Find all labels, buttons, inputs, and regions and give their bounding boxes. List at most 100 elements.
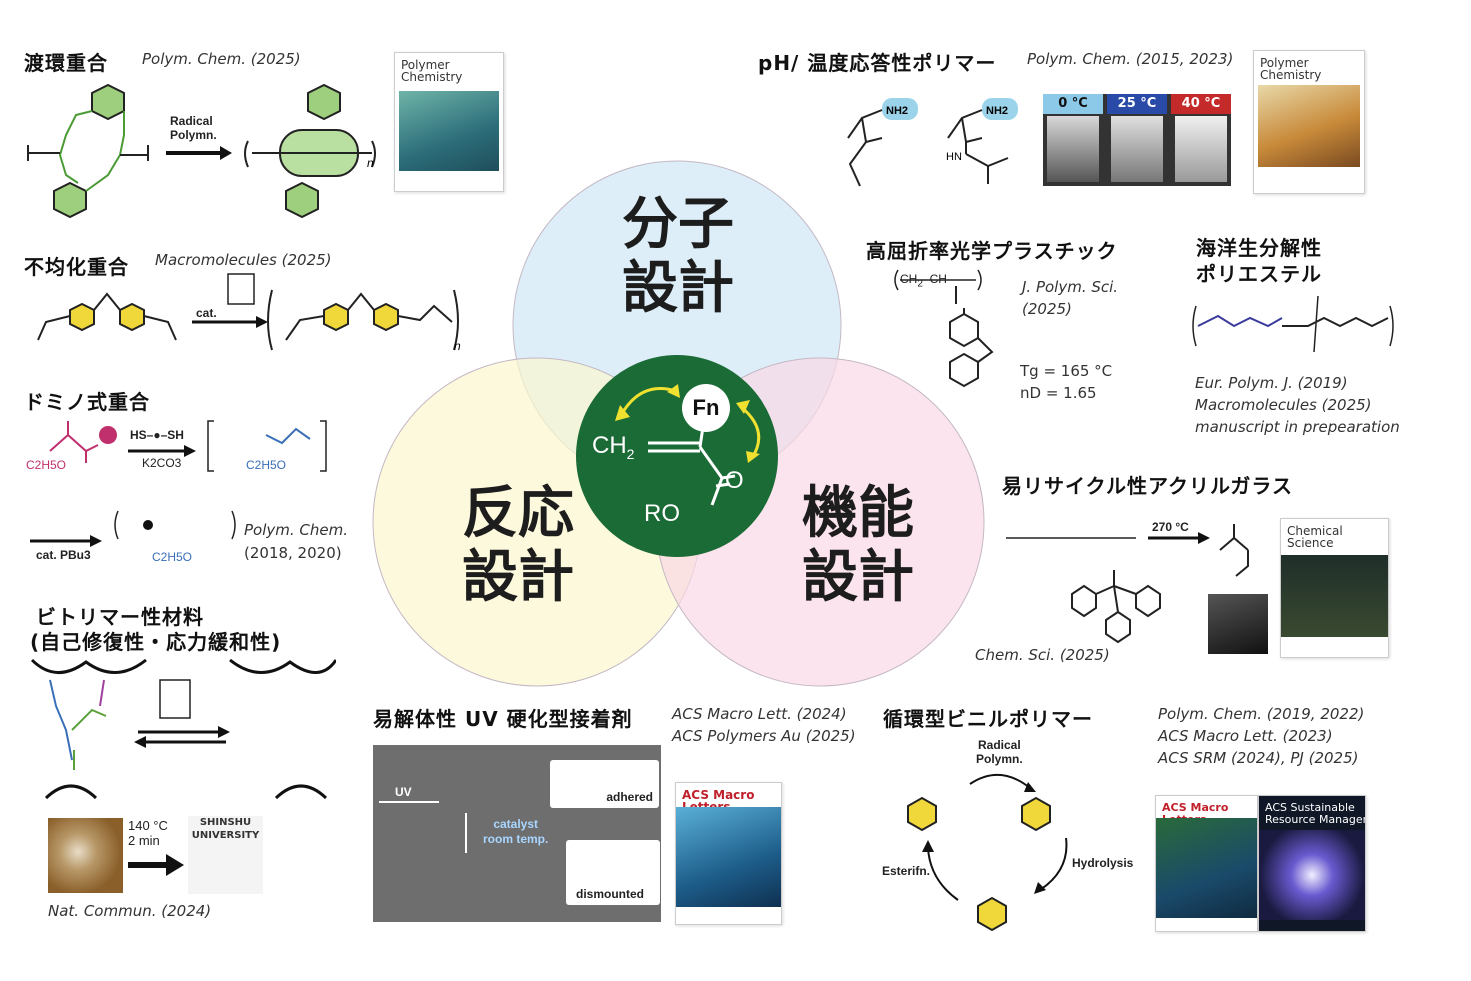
uv-title: 易解体性 UV 硬化型接着剤 (373, 707, 633, 731)
cyclic-ref-3: ACS SRM (2024), PJ (2025) (1158, 749, 1359, 767)
cyclic-esterif-label: Esterifn. (882, 864, 931, 878)
venn-label-reaction-design: 反応 設計 (462, 481, 574, 610)
uv-down-arrow (465, 813, 467, 853)
recycle-cover-image (1281, 555, 1388, 637)
marine-title: 海洋生分解性 ポリエステル (1196, 236, 1322, 286)
uv-cover-image (676, 807, 781, 907)
hri-backbone: CH2–CH (900, 272, 947, 290)
recycle-photo (1208, 594, 1268, 654)
uv-ref-1: ACS Macro Lett. (2024) (672, 705, 847, 723)
marine-ref-2: Macromolecules (2025) (1195, 396, 1372, 414)
ph-vials-photo: 0 °C 25 °C 40 °C (1043, 94, 1231, 186)
cyclo-arrow-label: Radical Polymn. (170, 114, 217, 142)
recycle-cover-title: Chemical Science (1287, 524, 1343, 550)
cyclo-cover-image (399, 91, 499, 171)
domino-scheme (30, 420, 327, 547)
domino-ester-left: C2H5O (26, 458, 67, 472)
ph-ref: Polym. Chem. (2015, 2023) (1027, 50, 1234, 68)
cyclic-scheme (907, 773, 1068, 932)
vitrimer-subtitle: (自己修復性・応力緩和性) (30, 630, 282, 654)
uv-scheme-panel: UV adhered catalyst room temp. dismounte… (373, 745, 661, 922)
hri-title: 高屈折率光学プラスチック (866, 239, 1118, 263)
cyclic-journal-cover-2[interactable]: ACS Sustainable Resource Management (1258, 795, 1366, 932)
domino-title: ドミノ式重合 (24, 390, 150, 414)
recycle-ref: Chem. Sci. (2025) (975, 646, 1110, 664)
uv-ref-2: ACS Polymers Au (2025) (672, 727, 856, 745)
uv-catalyst-label: catalyst room temp. (483, 817, 549, 846)
domino-br: Br (104, 433, 117, 445)
vial-40c (1175, 116, 1227, 182)
cyclic-journal-cover-1[interactable]: ACS Macro Letters (1155, 795, 1258, 932)
hri-ref: J. Polym. Sci. (2025) (1022, 278, 1119, 318)
vitrimer-title: ビトリマー性材料 (36, 605, 204, 629)
domino-ester-right: C2H5O (246, 458, 287, 472)
vitrimer-scheme (30, 658, 336, 800)
hri-tg: Tg = 165 °C (1020, 362, 1113, 380)
cyclo-scheme: n (27, 83, 376, 219)
recycle-temp: 270 °C (1152, 520, 1189, 534)
ph-cover-image (1258, 85, 1360, 167)
adhered-box: adhered (550, 760, 659, 808)
domino-ref-years: (2018, 2020) (244, 544, 342, 562)
dispro-ref: Macromolecules (2025) (155, 251, 332, 269)
uv-arrow (379, 801, 439, 803)
vial-0c-label: 0 °C (1043, 94, 1103, 114)
recycle-structure (1006, 524, 1249, 644)
cyclic-ref-1: Polym. Chem. (2019, 2022) (1158, 705, 1365, 723)
hri-structure (894, 269, 994, 388)
svg-text:NH2: NH2 (886, 105, 908, 117)
cyclo-ref: Polym. Chem. (2025) (142, 50, 301, 68)
domino-reagent-top: HS–●–SH (130, 428, 184, 442)
vitrimer-sample-photo (48, 818, 123, 893)
svg-text:n: n (367, 156, 374, 170)
vitrimer-heat: 140 °C 2 min (128, 818, 168, 848)
venn-center-label-ch2: CH2 (592, 432, 635, 462)
svg-text:n: n (454, 339, 461, 353)
svg-text:HN: HN (946, 151, 962, 163)
dispro-arrow-label: cat. (196, 306, 217, 320)
uv-label: UV (395, 785, 412, 799)
uv-journal-cover[interactable]: ACS Macro Letters (675, 782, 782, 925)
vitrimer-heat-arrow (128, 854, 184, 876)
cyclo-journal-cover[interactable]: Polymer Chemistry (394, 52, 504, 192)
cyclo-title: 渡環重合 (24, 51, 108, 75)
domino-ester-polymer: C2H5O (152, 550, 193, 564)
domino-catalyst: cat. PBu3 (36, 548, 91, 562)
vitrimer-logo-photo: SHINSHU UNIVERSITY (188, 816, 263, 894)
cyclic-title: 循環型ビニルポリマー (883, 707, 1093, 731)
ph-title: pH/ 温度応答性ポリマー (758, 51, 997, 75)
marine-structure (1192, 295, 1394, 353)
adhered-label: adhered (606, 790, 653, 804)
cyclic-cover2-title: ACS Sustainable Resource Management (1265, 801, 1365, 826)
domino-reagent-bottom: K2CO3 (142, 456, 182, 470)
recycle-journal-cover[interactable]: Chemical Science (1280, 518, 1389, 658)
marine-ref-1: Eur. Polym. J. (2019) (1195, 374, 1348, 392)
svg-text:NH2: NH2 (986, 105, 1008, 117)
venn-center-label-o: O (725, 467, 744, 494)
venn-label-molecular-design: 分子 設計 (622, 192, 734, 321)
bromine-badge (99, 426, 117, 444)
recycle-title: 易リサイクル性アクリルガラス (1002, 474, 1293, 498)
cyclic-ref-2: ACS Macro Lett. (2023) (1158, 727, 1333, 745)
vial-40c-label: 40 °C (1171, 94, 1231, 114)
cyclic-cover1-image (1156, 818, 1257, 918)
cyclic-cover2-image (1259, 830, 1365, 920)
marine-ref-3: manuscript in prepearation (1195, 418, 1400, 436)
dismounted-box: dismounted (566, 840, 660, 905)
vial-25c (1111, 116, 1163, 182)
hri-nd: nD = 1.65 (1020, 384, 1097, 402)
venn-center-label-ro: RO (644, 500, 680, 527)
dispro-scheme: n (37, 273, 461, 353)
ph-journal-cover[interactable]: Polymer Chemistry (1253, 50, 1365, 194)
vial-0c (1047, 116, 1099, 182)
vitrimer-ref: Nat. Commun. (2024) (48, 902, 212, 920)
venn-label-function-design: 機能 設計 (802, 481, 914, 610)
ph-cover-title: Polymer Chemistry (1260, 56, 1322, 82)
domino-ref-journal: Polym. Chem. (244, 521, 349, 539)
dismounted-label: dismounted (576, 887, 644, 901)
cyclo-cover-title: Polymer Chemistry (401, 58, 463, 84)
ph-monomers: NH2 NH2 HN (847, 98, 1018, 187)
fn-badge (682, 384, 730, 432)
cyclic-radical-label: Radical Polymn. (976, 738, 1023, 766)
